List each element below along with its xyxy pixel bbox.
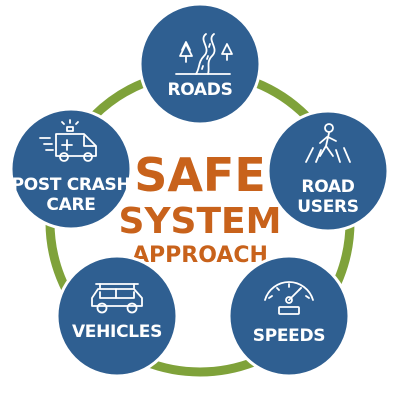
node-post-crash-care-label-0: POST CRASH [12, 175, 131, 195]
node-speeds: SPEEDS [227, 254, 351, 378]
node-roads-label-0: ROADS [167, 80, 232, 100]
pedestrian-crosswalk-icon [305, 123, 351, 163]
node-road-users-label-0: ROAD [301, 177, 354, 197]
node-post-crash-care-label-1: CARE [46, 195, 95, 215]
node-roads: ROADS [138, 2, 262, 126]
node-vehicles-label-0: VEHICLES [72, 322, 162, 342]
node-road-users: ROAD USERS [266, 109, 390, 233]
speedometer-icon [264, 281, 314, 315]
suv-icon [91, 283, 143, 314]
node-road-users-label-1: USERS [297, 197, 359, 217]
title-line-system: SYSTEM [119, 201, 282, 242]
ambulance-icon [39, 119, 97, 162]
node-vehicles: VEHICLES [55, 254, 179, 378]
node-speeds-label-0: SPEEDS [253, 326, 325, 346]
winding-road-trees-icon [175, 33, 233, 75]
title-line-approach: APPROACH [132, 243, 268, 268]
node-post-crash-care: POST CRASH CARE [9, 107, 133, 231]
center-title: SAFE SYSTEM APPROACH [119, 148, 282, 268]
title-line-safe: SAFE [134, 148, 266, 202]
